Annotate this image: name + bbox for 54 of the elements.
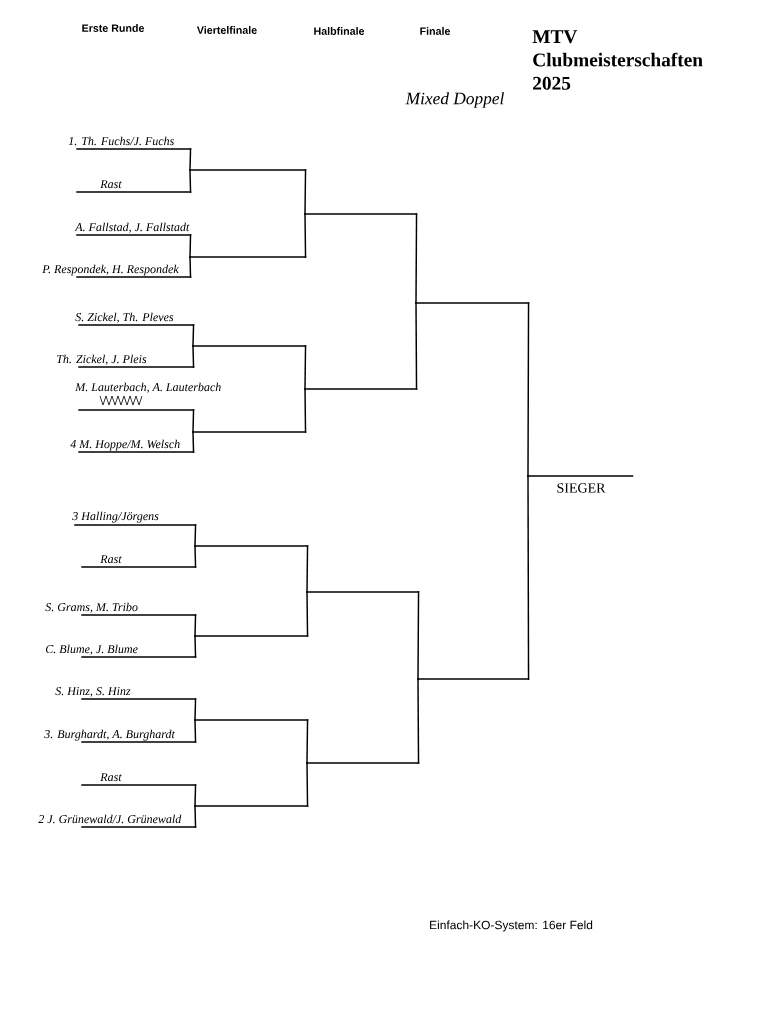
- player-entry: A. Fallstad, J. Fallstadt: [74, 222, 192, 236]
- player-entry: 2 J. Grünewald/J. Grünewald: [38, 814, 197, 828]
- bracket-connector: [194, 698, 197, 721]
- bracket-connector: [194, 524, 197, 547]
- bracket-connector: [194, 719, 197, 743]
- bracket-connector: [527, 475, 530, 680]
- player-entry: C. Blume, J. Blume: [45, 644, 197, 658]
- column-header: Viertelfinale: [196, 26, 257, 34]
- player-entry: P. Respondek, H. Respondek: [42, 264, 192, 278]
- player-entry: M. Lauterbach, A. Lauterbach: [75, 382, 221, 411]
- bracket-connector: [192, 324, 195, 347]
- bracket-connector: [527, 302, 530, 477]
- player-entry: 3 Halling/Jörgens: [72, 511, 197, 526]
- player-entry: S. Hinz, S. Hinz: [55, 687, 197, 700]
- bracket-connector: [304, 169, 307, 215]
- bracket-connector: [192, 431, 195, 453]
- bracket-connector: [417, 591, 420, 680]
- bracket-connector: [306, 719, 309, 764]
- bracket-connector: [194, 614, 197, 637]
- player-entry: 1. Th. Fuchs/J. Fuchs: [68, 136, 192, 150]
- handwritten-note: Mixed Doppel: [405, 92, 504, 108]
- column-header: Halbfinale: [314, 27, 365, 35]
- title: MTV Clubmeisterschaften 2025: [532, 30, 703, 90]
- bracket-connector: [192, 345, 195, 368]
- caption: Einfach-KO-System: 16er Feld: [430, 920, 593, 932]
- column-header: Finale: [420, 27, 451, 35]
- player-entry: 4 M. Hoppe/M. Welsch: [70, 439, 195, 453]
- player-entry: Rast: [81, 773, 197, 786]
- bracket-connector: [189, 256, 192, 278]
- bracket-connector: [306, 545, 309, 593]
- bracket-connector: [417, 678, 420, 764]
- bracket-connector: [194, 635, 197, 658]
- bracket-connector: [304, 213, 307, 258]
- player-entry: S. Zickel, Th. Pleves: [75, 312, 195, 326]
- bracket-connector: [194, 784, 197, 807]
- bracket-connector: [189, 234, 192, 258]
- bracket-connector: [415, 302, 418, 390]
- player-entry: Th. Zickel, J. Pleis: [57, 354, 195, 368]
- player-entry: Rast: [76, 180, 192, 193]
- winner-slot: SIEGER: [527, 475, 634, 493]
- bracket-connector: [306, 591, 309, 637]
- bracket-connector: [192, 409, 195, 433]
- bracket-connector: [189, 148, 192, 171]
- bracket-connector: [189, 169, 192, 193]
- bracket-connector: [194, 805, 197, 828]
- bracket-connector: [415, 213, 418, 304]
- bracket-connector: [304, 388, 307, 433]
- column-header: Erste Runde: [82, 24, 145, 32]
- bracket-connector: [304, 345, 307, 390]
- player-entry: Rast: [81, 555, 197, 568]
- bracket-connector: [306, 762, 309, 807]
- bracket-connector: [194, 545, 197, 568]
- player-entry: S. Grams, M. Tribo: [45, 602, 197, 616]
- player-entry: 3. Burghardt, A. Burghardt: [44, 729, 197, 743]
